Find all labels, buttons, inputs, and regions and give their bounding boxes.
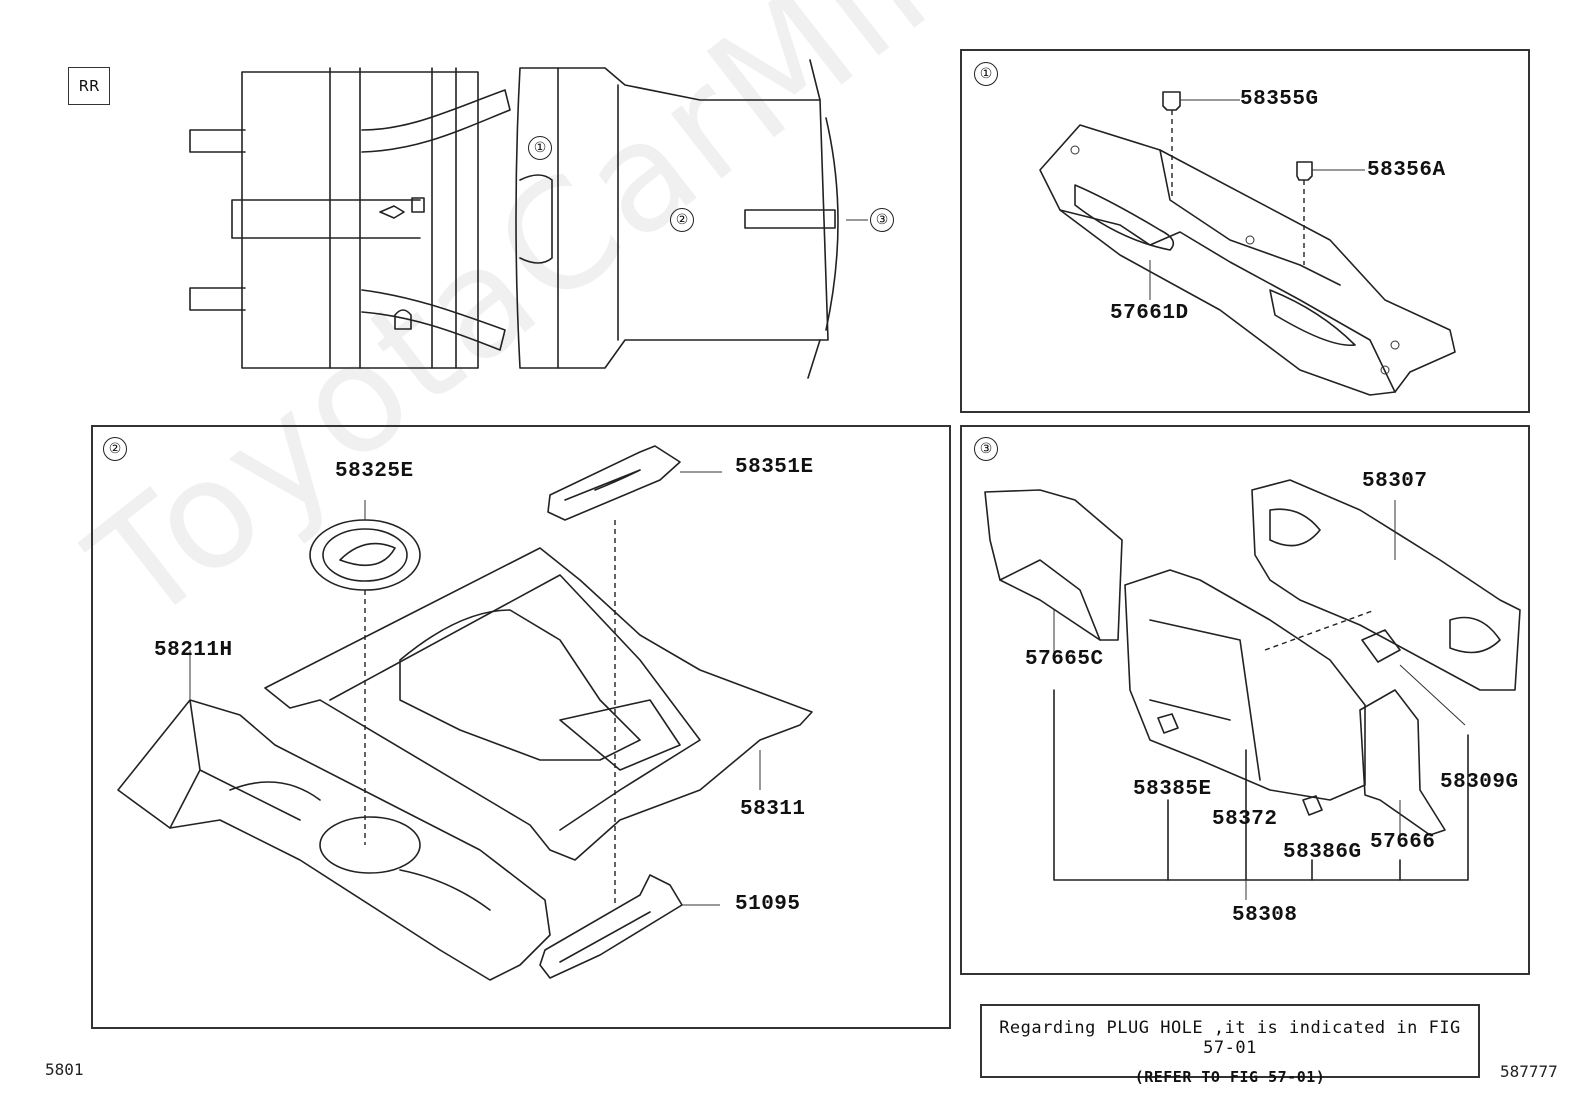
panel-1 — [960, 49, 1530, 413]
part-label-57665C[interactable]: 57665C — [1025, 648, 1104, 671]
part-label-58372[interactable]: 58372 — [1212, 808, 1278, 831]
part-label-58355G[interactable]: 58355G — [1240, 88, 1319, 111]
panel-2 — [91, 425, 951, 1029]
figure-code-left: 5801 — [45, 1060, 84, 1079]
vehicle-underbody-overview — [189, 59, 868, 379]
panel-3-marker: ③ — [974, 437, 998, 461]
part-label-58309G[interactable]: 58309G — [1440, 771, 1519, 794]
part-label-58307[interactable]: 58307 — [1362, 470, 1428, 493]
plug-hole-note: Regarding PLUG HOLE ,it is indicated in … — [980, 1004, 1480, 1086]
part-label-58351E[interactable]: 58351E — [735, 456, 814, 479]
part-label-58386G[interactable]: 58386G — [1283, 841, 1362, 864]
part-label-57661D[interactable]: 57661D — [1110, 302, 1189, 325]
part-label-58211H[interactable]: 58211H — [154, 639, 233, 662]
part-label-58311[interactable]: 58311 — [740, 798, 806, 821]
overview-callout-1[interactable]: ① — [528, 136, 552, 160]
overview-callout-3[interactable]: ③ — [870, 208, 894, 232]
note-line-2[interactable]: (REFER TO FIG 57-01) — [1134, 1068, 1326, 1086]
part-label-58385E[interactable]: 58385E — [1133, 778, 1212, 801]
panel-3-drawing — [984, 479, 1521, 900]
overview-callout-2[interactable]: ② — [670, 208, 694, 232]
rr-direction-label: RR — [68, 67, 110, 105]
panel-1-drawing — [1039, 91, 1456, 396]
part-label-58325E[interactable]: 58325E — [335, 460, 414, 483]
part-label-58356A[interactable]: 58356A — [1367, 159, 1446, 182]
part-label-51095[interactable]: 51095 — [735, 893, 801, 916]
panel-2-drawing — [117, 445, 813, 981]
part-label-58308[interactable]: 58308 — [1232, 904, 1298, 927]
panel-1-marker: ① — [974, 62, 998, 86]
part-label-57666[interactable]: 57666 — [1370, 831, 1436, 854]
figure-code-right: 587777 — [1500, 1062, 1558, 1081]
panel-3 — [960, 425, 1530, 975]
note-line-1: Regarding PLUG HOLE ,it is indicated in … — [999, 1018, 1461, 1058]
panel-2-marker: ② — [103, 437, 127, 461]
